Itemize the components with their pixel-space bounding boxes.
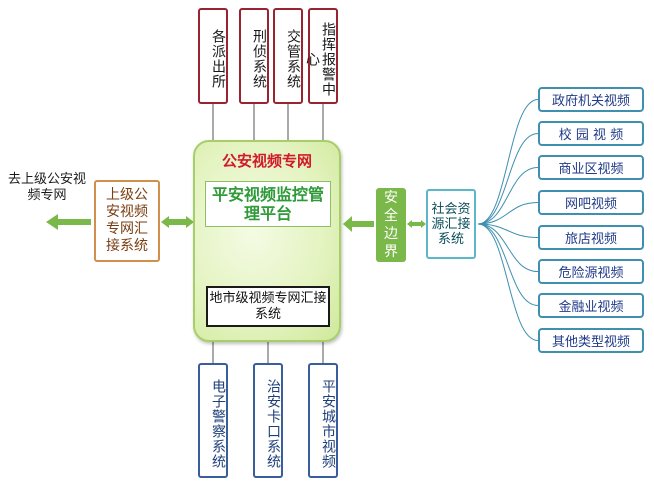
right-item-internet-cafe: 网吧视频 — [538, 190, 644, 215]
upper-level-box: 上级公安视频专网汇接系统 — [94, 180, 160, 262]
arrow-security-to-central — [343, 216, 374, 232]
top-box-command-center: 指挥报警中心 — [304, 8, 338, 104]
right-item-other: 其他类型视频 — [538, 328, 644, 353]
upper-level-label: 去上级公安视频专网 — [7, 172, 86, 203]
top-box-traffic: 交管系统 — [273, 8, 303, 104]
fan-line-4 — [477, 202, 539, 225]
bottom-box-electronic-police: 电子警察系统 — [198, 363, 228, 478]
fan-line-5 — [477, 223, 539, 238]
fan-line-8 — [477, 223, 539, 341]
right-item-government: 政府机关视频 — [538, 87, 644, 112]
bottom-box-safe-city: 平安城市视频 — [308, 363, 338, 478]
right-item-hotel: 旅店视频 — [538, 225, 644, 250]
fan-line-6 — [477, 223, 539, 272]
double-arrow-social — [407, 220, 426, 228]
fan-line-2 — [477, 133, 539, 225]
right-item-campus: 校 园 视 频 — [538, 121, 644, 146]
social-resources-box: 社会资源汇接系统 — [426, 189, 476, 259]
central-title: 公安视频专网 — [221, 152, 312, 170]
right-item-finance: 金融业视频 — [538, 293, 644, 318]
fan-line-1 — [477, 99, 539, 225]
platform-box: 平安视频监控管理平台 — [205, 181, 331, 227]
arrow-to-upper-level — [46, 214, 91, 230]
right-item-hazard: 危险源视频 — [538, 259, 644, 284]
top-box-police-stations: 各派出所 — [198, 8, 228, 104]
top-box-criminal-investigation: 刑侦系统 — [239, 8, 269, 104]
fan-line-7 — [477, 223, 539, 306]
fan-line-3 — [477, 167, 539, 225]
double-arrow-upper — [161, 216, 194, 228]
collector-box: 地市级视频专网汇接系统 — [206, 286, 330, 327]
bottom-box-checkpoint: 治安卡口系统 — [253, 363, 283, 478]
security-boundary: 安全边界 — [376, 188, 406, 262]
fan-connectors — [477, 99, 539, 341]
right-item-commercial: 商业区视频 — [538, 155, 644, 180]
